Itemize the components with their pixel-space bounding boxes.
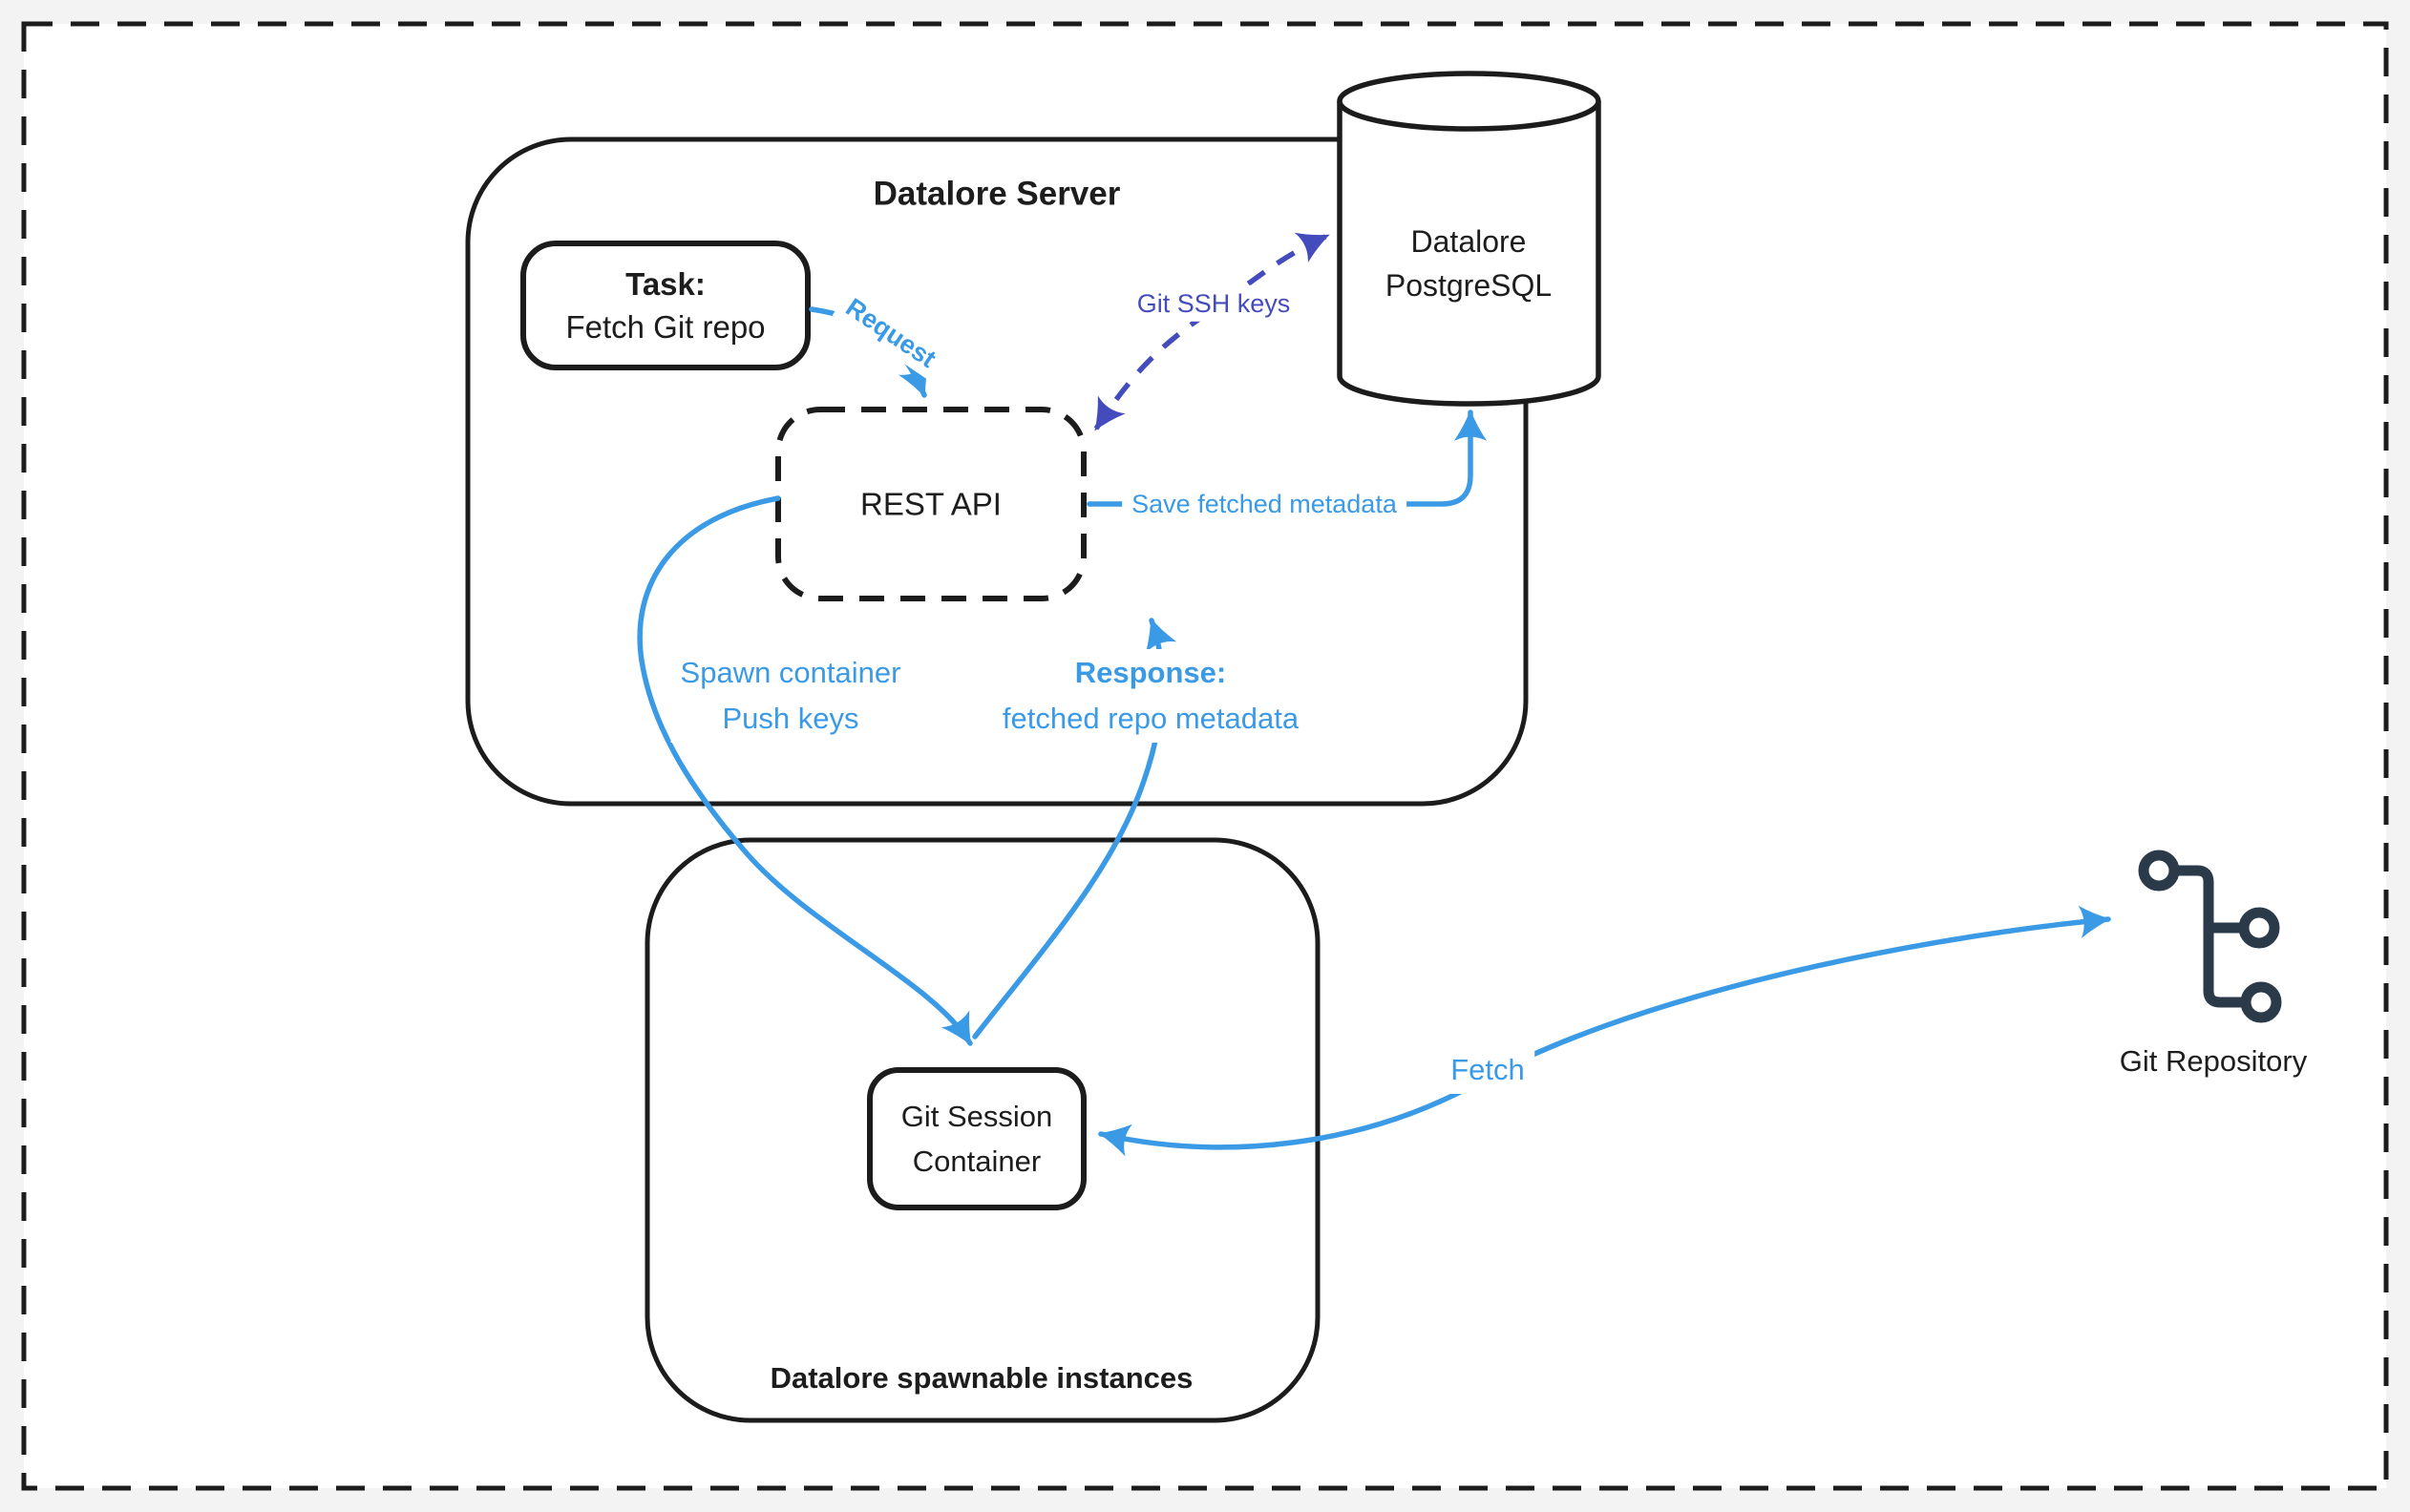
git-session-label-line2: Container [912,1144,1042,1178]
rest-api-box [775,407,1087,601]
spawn-edge-label: Spawn container Push keys [670,649,911,743]
task-title: Task: [625,266,706,302]
task-label: Task: Fetch Git repo [565,262,765,348]
git-repository-icon [2138,850,2282,1023]
response-edge-label-subtitle: fetched repo metadata [1002,702,1300,735]
git-ssh-keys-edge-label: Git SSH keys [1127,284,1300,323]
save-metadata-arrow [1087,410,1488,507]
server-title: Datalore Server [873,175,1121,213]
postgres-label-line1: Datalore [1410,224,1527,259]
git-repository-label: Git Repository [2119,1044,2308,1078]
git-branch-line-icon [2168,865,2251,1008]
task-box [520,241,811,370]
git-session-box [867,1067,1087,1210]
rest-api-label: REST API [860,486,1002,522]
response-edge-label-title: Response: [1074,656,1227,689]
spawn-edge-label-line2: Push keys [722,702,859,735]
spawn-container-arrow [637,495,973,1046]
git-session-label-line1: Git Session [900,1100,1053,1133]
postgres-label: Datalore PostgreSQL [1385,220,1552,307]
postgres-label-line2: PostgreSQL [1385,268,1553,303]
save-metadata-edge-label: Save fetched metadata [1122,485,1406,523]
postgres-cylinder [1337,71,1601,407]
spawnable-title: Datalore spawnable instances [770,1361,1194,1396]
spawn-edge-label-line1: Spawn container [680,656,901,689]
fetch-edge-label: Fetch [1441,1046,1534,1094]
response-edge-label: Response: fetched repo metadata [992,649,1309,743]
git-session-label: Git Session Container [901,1094,1053,1184]
postgres-cylinder-top [1337,71,1601,132]
postgres-cylinder-body [1337,101,1601,407]
task-subtitle: Fetch Git repo [565,309,766,345]
